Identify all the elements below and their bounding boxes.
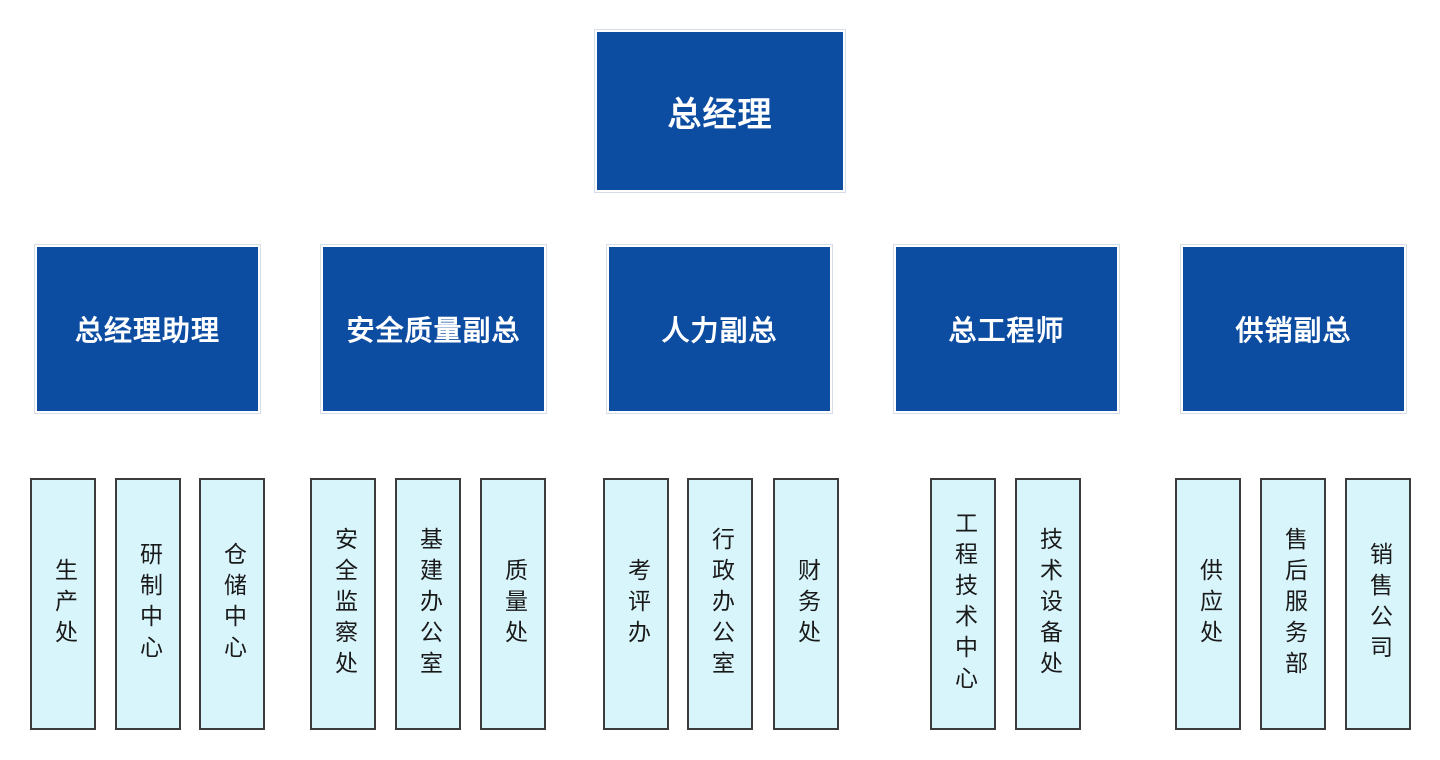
leaf-node: 行政办公室	[687, 478, 753, 730]
root-node-label: 总经理	[667, 94, 773, 135]
branch-node-label: 人力副总	[661, 314, 778, 347]
branch-node-label: 总工程师	[948, 314, 1065, 347]
leaf-node: 售后服务部	[1260, 478, 1326, 730]
leaf-node-label: 技术设备处	[1035, 526, 1062, 682]
leaf-node: 财务处	[773, 478, 839, 730]
leaf-node: 研制中心	[115, 478, 181, 730]
leaf-node: 质量处	[480, 478, 546, 730]
branch-node-1: 总经理助理	[35, 245, 260, 413]
leaf-node: 仓储中心	[199, 478, 265, 730]
leaf-node: 安全监察处	[310, 478, 376, 730]
leaf-node: 基建办公室	[395, 478, 461, 730]
root-node: 总经理	[595, 30, 845, 192]
leaf-node-label: 供应处	[1195, 557, 1222, 651]
leaf-node-label: 销售公司	[1365, 542, 1392, 666]
branch-node-label: 安全质量副总	[346, 314, 521, 347]
leaf-node-label: 仓储中心	[219, 542, 246, 666]
leaf-node-label: 售后服务部	[1280, 526, 1307, 682]
branch-node-4: 总工程师	[894, 245, 1119, 413]
leaf-node-label: 安全监察处	[330, 526, 357, 682]
leaf-node-label: 财务处	[793, 557, 820, 651]
leaf-node-label: 质量处	[500, 557, 527, 651]
branch-node-3: 人力副总	[607, 245, 832, 413]
leaf-node-label: 生产处	[50, 557, 77, 651]
leaf-node: 工程技术中心	[930, 478, 996, 730]
branch-node-2: 安全质量副总	[321, 245, 546, 413]
leaf-node-label: 行政办公室	[707, 526, 734, 682]
leaf-node-label: 研制中心	[135, 542, 162, 666]
leaf-node: 销售公司	[1345, 478, 1411, 730]
branch-node-5: 供销副总	[1181, 245, 1406, 413]
leaf-node: 技术设备处	[1015, 478, 1081, 730]
leaf-node-label: 考评办	[623, 557, 650, 651]
leaf-node: 生产处	[30, 478, 96, 730]
leaf-node-label: 基建办公室	[415, 526, 442, 682]
branch-node-label: 总经理助理	[74, 314, 220, 347]
branch-node-label: 供销副总	[1235, 314, 1352, 347]
leaf-node-label: 工程技术中心	[950, 511, 977, 697]
leaf-node: 供应处	[1175, 478, 1241, 730]
leaf-node: 考评办	[603, 478, 669, 730]
